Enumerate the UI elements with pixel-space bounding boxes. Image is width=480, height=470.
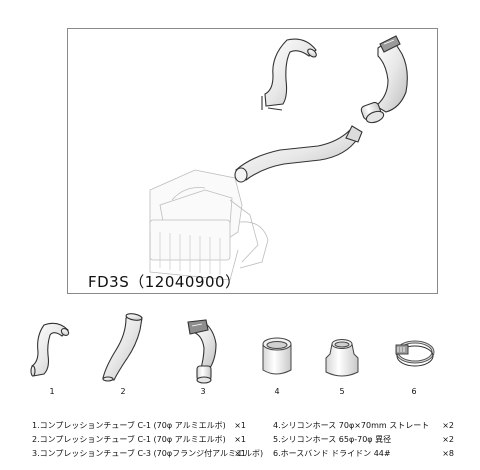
parts-legend-left: 1.コンプレッションチューブ C-1 (70φ アルミエルボ) 2.コンプレッシ… [32,419,263,461]
part-number-6: 6 [411,387,417,396]
reducer-silicone-hose-icon [325,339,359,377]
part-number-4: 4 [274,387,280,396]
flanged-tube-c3-icon [187,319,217,384]
legend-item-3: 3.コンプレッションチューブ C-3 (70φフランジ付アルミエルボ) [32,449,264,458]
legend-qty-2: ×1 [234,435,246,444]
legend-qty-3: ×1 [234,449,246,458]
engine-sketch-icon [149,169,269,281]
curved-tube-c1b-icon [102,313,143,382]
diagram-tube-lower-icon [234,125,363,183]
legend-qty-1: ×1 [234,421,246,430]
legend-item-6: 6.ホースバンド ドライドン 44# [273,449,391,458]
legend-item-4: 4.シリコンホース 70φ×70mm ストレート [273,421,430,430]
part-number-1: 1 [49,387,55,396]
legend-qty-5: ×2 [442,435,454,444]
part-number-5: 5 [339,387,345,396]
legend-item-2: 2.コンプレッションチューブ C-1 (70φ アルミエルボ) [32,435,226,444]
straight-silicone-hose-icon [262,337,292,375]
parts-legend-right: 4.シリコンホース 70φ×70mm ストレート 5.シリコンホース 65φ-7… [273,419,429,461]
curved-tube-c1-icon [30,322,70,377]
legend-item-1: 1.コンプレッションチューブ C-1 (70φ アルミエルボ) [32,421,226,430]
legend-item-5: 5.シリコンホース 65φ-70φ 異径 [273,435,392,444]
legend-qty-6: ×8 [442,449,454,458]
legend-qty-4: ×2 [442,421,454,430]
diagram-tube-flanged-icon [360,35,408,124]
installation-diagram-frame [67,28,438,294]
diagram-tube-upper-icon [261,38,317,111]
model-label: FD3S（12040900） [88,273,241,291]
hose-band-icon [395,340,435,367]
part-number-3: 3 [200,387,206,396]
part-number-2: 2 [120,387,126,396]
